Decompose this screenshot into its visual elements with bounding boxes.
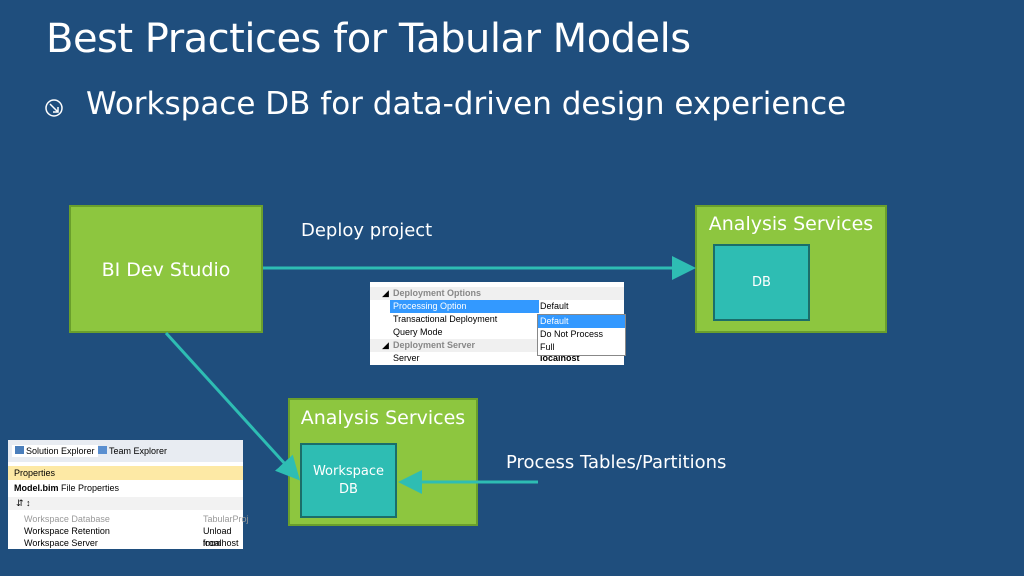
- processing-dropdown[interactable]: Default Do Not Process Full: [537, 314, 626, 356]
- query-mode-row: Query Mode: [393, 327, 443, 337]
- workspace-db-label: Workspace DB: [312, 463, 385, 497]
- db-top-box: DB: [713, 244, 810, 321]
- table-row: Workspace Database TabularProj: [24, 514, 249, 524]
- bi-dev-studio-label: BI Dev Studio: [101, 259, 231, 281]
- properties-header: Properties: [8, 466, 243, 480]
- deployment-options-section: ◢ Deployment Options: [370, 287, 624, 300]
- workspace-db-box: Workspace DB: [300, 443, 397, 518]
- transactional-row: Transactional Deployment: [393, 314, 498, 324]
- tab-bar: Solution Explorer Team Explorer: [8, 440, 243, 462]
- deployment-options-panel: ◢ Deployment Options Processing Option D…: [370, 282, 626, 365]
- properties-toolbar: ⇵ ↕: [8, 497, 243, 510]
- bullet-arrow-icon: [45, 99, 63, 117]
- analysis-services-top-label: Analysis Services: [708, 213, 874, 235]
- slide-title: Best Practices for Tabular Models: [46, 16, 691, 62]
- file-properties-title: Model.bim File Properties: [14, 483, 120, 493]
- bi-dev-studio-box: BI Dev Studio: [69, 205, 263, 333]
- team-explorer-tab[interactable]: Team Explorer: [98, 446, 167, 456]
- table-row: Workspace Server localhost: [24, 538, 239, 548]
- process-tables-label: Process Tables/Partitions: [506, 452, 727, 473]
- dropdown-option-do-not-process[interactable]: Do Not Process: [540, 329, 604, 339]
- dropdown-option-default[interactable]: Default: [538, 315, 625, 328]
- table-row: Workspace Retention Unload from: [24, 526, 232, 548]
- deploy-project-label: Deploy project: [301, 220, 433, 241]
- sort-icon[interactable]: ⇵ ↕: [16, 498, 31, 508]
- solution-explorer-tab[interactable]: Solution Explorer: [12, 445, 98, 457]
- processing-option-row[interactable]: Processing Option Default: [370, 300, 624, 313]
- dropdown-option-full[interactable]: Full: [540, 342, 555, 352]
- workspace-arrow: [164, 331, 301, 481]
- bullet-text: Workspace DB for data-driven design expe…: [86, 86, 847, 122]
- solution-properties-panel: Solution Explorer Team Explorer Properti…: [8, 440, 249, 549]
- server-row: Server localhost: [393, 353, 580, 363]
- analysis-services-bottom-label: Analysis Services: [300, 407, 466, 429]
- solution-explorer-icon: [15, 446, 24, 454]
- team-explorer-icon: [98, 446, 107, 454]
